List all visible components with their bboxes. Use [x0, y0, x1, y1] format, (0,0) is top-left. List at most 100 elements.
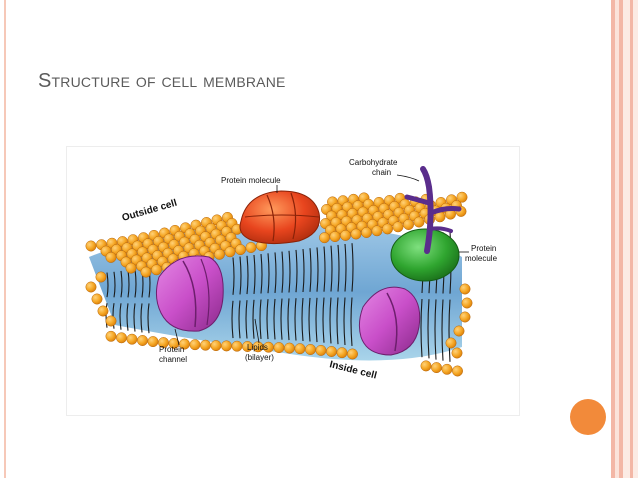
lipid-head [235, 244, 246, 256]
slide-title: Structure of cell membrane [38, 70, 286, 92]
lipid-tail [239, 256, 242, 295]
carbohydrate-chain [404, 166, 462, 254]
lipid-head [445, 337, 457, 349]
lipid-head [105, 330, 117, 342]
right-decor-stripe [611, 0, 615, 478]
lipid-tail [301, 298, 304, 342]
lipid-head [326, 346, 337, 357]
lipid-tail [231, 300, 234, 339]
lipid-tail [330, 245, 333, 292]
lipid-tail [245, 300, 248, 339]
lipid-heads-lower [85, 271, 473, 377]
lipid-head [459, 311, 471, 323]
lipid-head [231, 340, 243, 352]
lipid-tail [281, 251, 284, 293]
label-outside-cell: Outside cell [121, 198, 179, 224]
protein-channel-left [155, 255, 224, 332]
lipid-head [200, 339, 211, 351]
lipid-head [459, 283, 471, 295]
left-border-line [4, 0, 6, 478]
lipid-tail [273, 298, 276, 340]
lipid-head [431, 362, 442, 374]
lipid-head [347, 348, 358, 360]
lipid-tail [448, 299, 451, 362]
lipid-tail [343, 297, 346, 346]
lipid-head [91, 293, 103, 305]
lipid-tail [315, 297, 318, 343]
lipid-head [210, 340, 222, 352]
lipid-tail [140, 303, 143, 333]
label-protein-channel-line2: channel [159, 355, 187, 364]
lipid-tail [120, 270, 123, 298]
lipid-tail [294, 298, 297, 341]
label-inside-cell: Inside cell [328, 359, 378, 381]
lipid-head [420, 360, 432, 372]
lipid-head [284, 342, 295, 354]
lipid-tail [323, 246, 326, 292]
lipid-tail [427, 299, 430, 359]
lipid-tail [336, 297, 339, 345]
lipid-head [340, 229, 351, 241]
lipid-tail [232, 257, 235, 295]
lipid-head [329, 231, 341, 243]
lipid-tail [119, 303, 122, 330]
lipid-tail [309, 248, 312, 292]
label-protein-molecule-right-line1: Protein [471, 244, 496, 253]
lipid-head [319, 232, 330, 244]
lipid-tail [350, 297, 353, 346]
label-protein-molecule-top: Protein molecule [221, 176, 281, 185]
protein-molecule-top [239, 190, 321, 245]
lipid-head [85, 281, 97, 293]
lipid-head [413, 216, 425, 228]
protein-channel-right [358, 286, 421, 356]
lipid-head [125, 262, 137, 274]
lipid-tail [252, 299, 255, 339]
lipid-tail [260, 254, 263, 294]
lipid-tail [287, 298, 290, 341]
lipid-head [315, 344, 327, 356]
lipid-head [224, 246, 236, 258]
lipid-tail [280, 298, 283, 340]
lipid-tail [288, 250, 291, 293]
lipid-head [116, 332, 127, 344]
lipid-head [392, 221, 404, 233]
lipid-tail [134, 269, 137, 298]
lipid-tail [420, 298, 423, 358]
lipid-head [382, 223, 393, 235]
lipid-tail [126, 303, 129, 331]
lipid-tails [105, 231, 452, 362]
lipid-tail [302, 249, 305, 293]
lipid-tail [441, 299, 444, 361]
lipid-tail [113, 271, 116, 298]
lipid-head [189, 339, 201, 351]
label-lipids-line1: Lipids [247, 343, 268, 352]
label-protein-channel-line1: Protein [159, 345, 184, 354]
lipid-tail [147, 303, 150, 334]
cell-membrane-figure: Protein molecule Carbohydrate chain Outs… [66, 146, 520, 416]
lipid-tail [133, 303, 136, 332]
lipid-tail [274, 252, 277, 293]
lipid-head [452, 365, 463, 377]
lipid-tail [253, 254, 256, 294]
protein-molecule-right [390, 228, 460, 282]
lipid-head [273, 342, 285, 354]
lipid-tail [434, 299, 437, 360]
right-decor-stripe [615, 0, 619, 478]
lipid-head [403, 219, 414, 230]
label-protein-molecule-right-line2: molecule [465, 254, 498, 263]
lipid-head [105, 251, 117, 263]
lipid-head [441, 363, 453, 375]
lipid-head [214, 248, 225, 260]
lipid-head [85, 240, 97, 252]
lipid-head [105, 315, 117, 327]
lipid-head [453, 325, 465, 337]
lipid-tail [246, 255, 249, 295]
lipid-tail [322, 297, 325, 343]
lipid-head [95, 271, 107, 283]
lipid-tail [238, 300, 241, 339]
lipid-head [336, 347, 348, 359]
lipid-tail [316, 247, 319, 292]
lipid-head [221, 340, 232, 352]
lipid-head [350, 228, 362, 240]
